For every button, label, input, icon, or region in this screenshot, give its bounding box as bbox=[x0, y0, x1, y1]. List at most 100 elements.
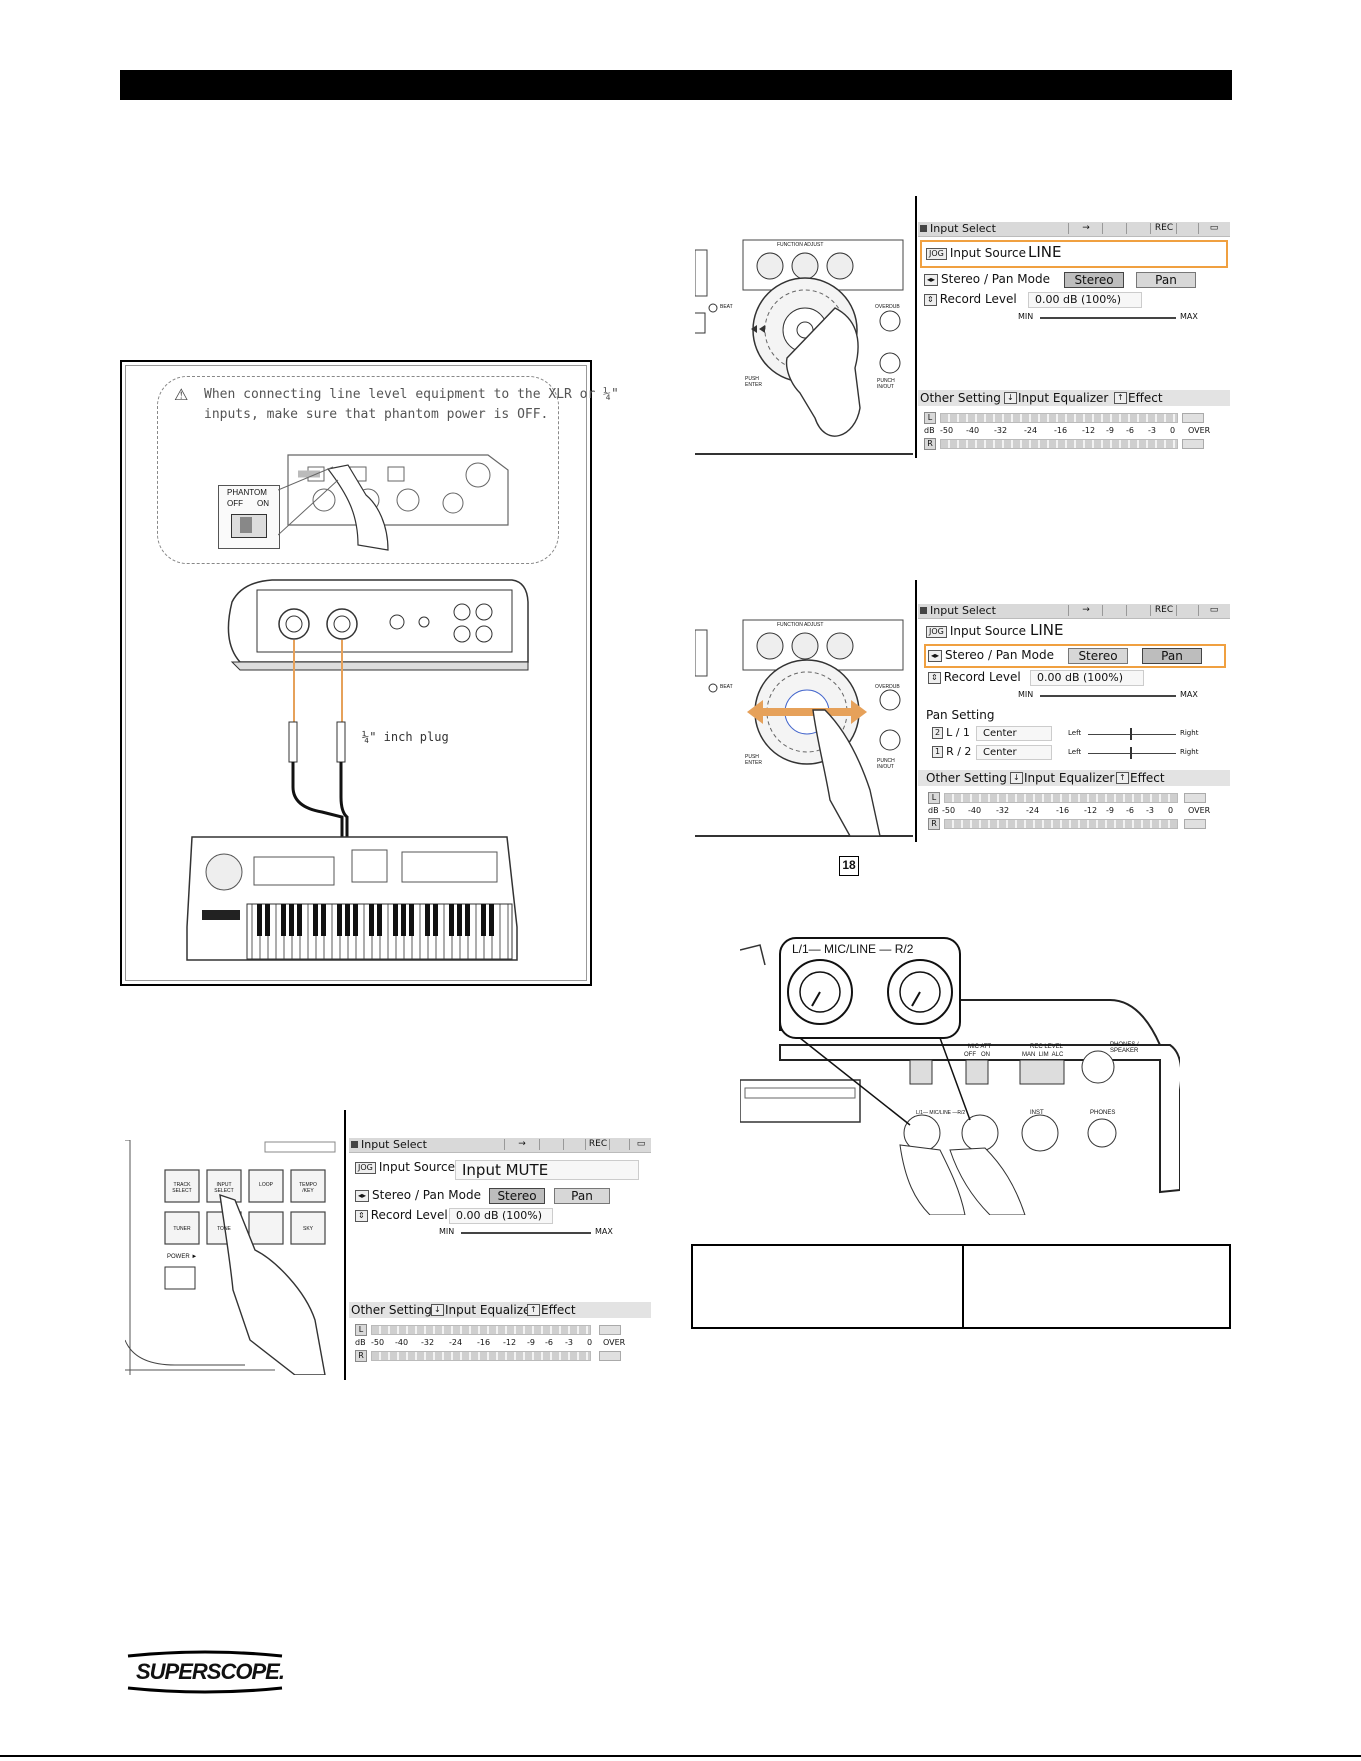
screen2-device-area: FUNCTION ADJUST BEAT OVERDUB PUSH ENTER … bbox=[694, 218, 913, 456]
mic-att-label: MIC ATT bbox=[968, 1044, 992, 1050]
jog-icon: JOG bbox=[926, 247, 947, 260]
screen3-title: Input Select bbox=[930, 604, 996, 617]
small-knob-label: L/1— MIC/LINE —R/2 bbox=[916, 1110, 966, 1116]
screen1-level-slider[interactable] bbox=[461, 1232, 591, 1234]
screen2-input-source-label: Input Source bbox=[949, 246, 1026, 260]
screen3-over-R bbox=[1184, 819, 1206, 829]
screen2-meter-R: R bbox=[924, 438, 936, 450]
screen3-stereo-button[interactable]: Stereo bbox=[1068, 648, 1128, 664]
screen3-meter-L: L bbox=[928, 792, 940, 804]
screen3-r2-right: Right bbox=[1180, 748, 1199, 756]
jog-icon: JOG bbox=[926, 625, 947, 638]
battery-icon: ▭ bbox=[1198, 223, 1229, 234]
screen1-pan-button[interactable]: Pan bbox=[554, 1188, 610, 1204]
screen3-meter-R: R bbox=[928, 818, 940, 830]
updown-key-icon: ⇕ bbox=[355, 1209, 368, 1222]
btn-tuner: TUNER bbox=[173, 1226, 191, 1232]
power-label: POWER ► bbox=[167, 1254, 198, 1260]
screen3-stereo-pan-label: Stereo / Pan Mode bbox=[945, 648, 1054, 662]
screen1-other-setting: Other Setting bbox=[351, 1303, 432, 1317]
screen3-l1-value: Center bbox=[976, 726, 1052, 741]
screen3-l1-left: Left bbox=[1068, 729, 1082, 737]
screen3-other-setting: Other Setting bbox=[926, 771, 1007, 785]
up-key-icon: ↑ bbox=[527, 1304, 540, 1316]
up-key-icon: ↑ bbox=[1114, 392, 1127, 404]
page-number-badge: 18 bbox=[839, 856, 859, 876]
screen3-device-area: FUNCTION ADJUST BEAT OVERDUB PUSH ENTER … bbox=[694, 600, 913, 840]
down-key-icon: ↓ bbox=[1010, 772, 1023, 784]
btn-track-select: TRACK SELECT bbox=[172, 1182, 192, 1194]
screen2-input-source-value: LINE bbox=[1028, 243, 1062, 261]
screen2-stereo-button[interactable]: Stereo bbox=[1064, 272, 1124, 288]
keyboard-illustration bbox=[186, 836, 518, 961]
screen2-effect: Effect bbox=[1128, 391, 1163, 405]
screen2-level-slider[interactable] bbox=[1040, 317, 1176, 319]
screen2-meter-L: L bbox=[924, 412, 936, 424]
screen2-rec: REC bbox=[1150, 223, 1177, 234]
screen1-over-R bbox=[599, 1351, 621, 1361]
screen1-input-source-label: Input Source bbox=[378, 1160, 455, 1174]
screen3-level-slider[interactable] bbox=[1040, 695, 1176, 697]
down-key-icon: ↓ bbox=[431, 1304, 444, 1316]
screen1-stereo-button[interactable]: Stereo bbox=[489, 1188, 545, 1204]
screen3-other-setting-bar: Other Setting ↓ Input Equalizer ↑ Effect bbox=[918, 770, 1230, 786]
screen3-pan-setting: Pan Setting bbox=[926, 708, 995, 722]
phantom-switch bbox=[231, 514, 267, 538]
screen3-l1-right: Right bbox=[1180, 729, 1199, 737]
footer-rule bbox=[0, 1755, 1361, 1757]
btn-loop: LOOP bbox=[259, 1182, 273, 1188]
screen1-meter-R: R bbox=[355, 1350, 367, 1362]
screen2-meter-bar-L bbox=[940, 413, 1178, 423]
knob-illustration: L/1— MIC/LINE — R/2 MIC ATT OFF ON REC L… bbox=[739, 930, 1183, 1216]
screen2-pan-button[interactable]: Pan bbox=[1136, 272, 1196, 288]
punch-label-2: PUNCH IN/OUT bbox=[877, 758, 895, 770]
battery-icon: ▭ bbox=[1198, 605, 1229, 616]
up-key-icon: ↑ bbox=[1116, 772, 1129, 784]
input-select-button-press bbox=[124, 1139, 336, 1376]
rec-level-options: MAN LIM ALC bbox=[1022, 1052, 1064, 1058]
screen1-max: MAX bbox=[595, 1227, 613, 1236]
punch-label: PUNCH IN/OUT bbox=[877, 378, 895, 390]
piano-black-keys bbox=[257, 904, 494, 936]
screen1-input-equalizer: Input Equalizer bbox=[445, 1303, 536, 1317]
screen3-r2-left: Left bbox=[1068, 748, 1082, 756]
connection-illustration: ⚠ When connecting line level equipment t… bbox=[120, 360, 619, 986]
screen3-record-level-label: Record Level bbox=[943, 670, 1021, 684]
screen3-pan-button[interactable]: Pan bbox=[1142, 648, 1202, 664]
screen2-input-equalizer: Input Equalizer bbox=[1018, 391, 1109, 405]
screen1-divider bbox=[344, 1110, 346, 1380]
superscope-logo: SUPERSCOPE. bbox=[120, 1650, 290, 1694]
jog-dial-turn-illustration bbox=[694, 239, 913, 455]
screen3-input-equalizer: Input Equalizer bbox=[1024, 771, 1115, 785]
btn-input-select[interactable]: INPUT SELECT bbox=[214, 1182, 234, 1194]
screen2-other-setting: Other Setting bbox=[920, 391, 1001, 405]
screen1-other-setting-bar: Other Setting ↓ Input Equalizer ↑ Effect bbox=[349, 1302, 651, 1318]
warning-box: ⚠ When connecting line level equipment t… bbox=[157, 376, 619, 564]
btn-tone: TONE bbox=[217, 1226, 231, 1232]
screen1-record-level-label: Record Level bbox=[370, 1208, 448, 1222]
screen2-meter-bar-R bbox=[940, 439, 1178, 449]
jog-dial-left-right-illustration bbox=[694, 619, 913, 837]
screen2-arrow: → bbox=[1068, 223, 1103, 234]
screen3-r2-pan-slider[interactable] bbox=[1088, 753, 1176, 754]
screen3-r2-value: Center bbox=[976, 745, 1052, 760]
screen1-record-level-value: 0.00 dB (100%) bbox=[449, 1208, 553, 1224]
jog-icon: JOG bbox=[355, 1161, 376, 1174]
screen2-stereo-pan-label: Stereo / Pan Mode bbox=[941, 272, 1050, 286]
screen2-input-source-highlight bbox=[920, 240, 1228, 268]
left-right-keys-icon: ◂▸ bbox=[924, 273, 939, 286]
screen3-l1-pan-slider[interactable] bbox=[1088, 734, 1176, 735]
screen3-stereo-pan-highlight bbox=[924, 644, 1226, 668]
btn-sky: SKY bbox=[302, 1226, 313, 1232]
key-1-icon: 1 bbox=[932, 746, 944, 758]
battery-icon: ▭ bbox=[629, 1139, 652, 1150]
screen3-meter-bar-R bbox=[944, 819, 1178, 829]
screen3-rec: REC bbox=[1150, 605, 1177, 616]
screen2-over-L bbox=[1182, 413, 1204, 423]
screen3-record-level-value: 0.00 dB (100%) bbox=[1030, 670, 1144, 686]
screen1-titlebar: Input Select → REC ▭ bbox=[349, 1138, 651, 1153]
